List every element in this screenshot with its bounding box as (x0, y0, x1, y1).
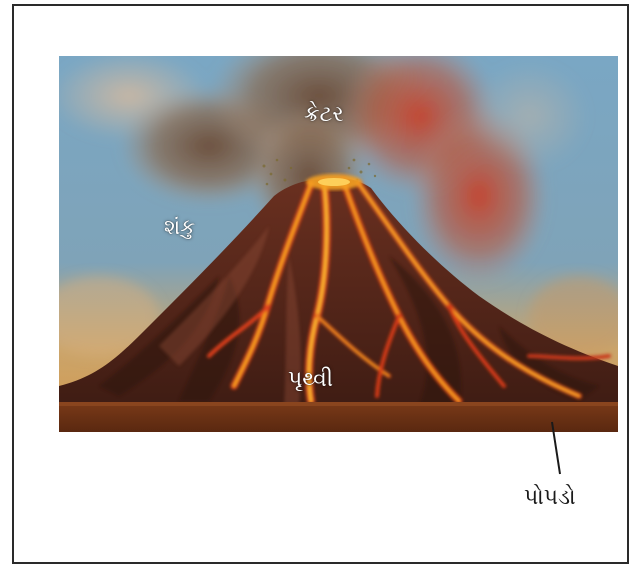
cone-label: શંકુ (164, 215, 195, 240)
crust-leader-line (548, 420, 568, 480)
crust-label: પોપડો (524, 485, 576, 510)
crater-label: ક્રેટર (304, 102, 344, 127)
earth-label: પૃથ્વી (288, 367, 333, 392)
